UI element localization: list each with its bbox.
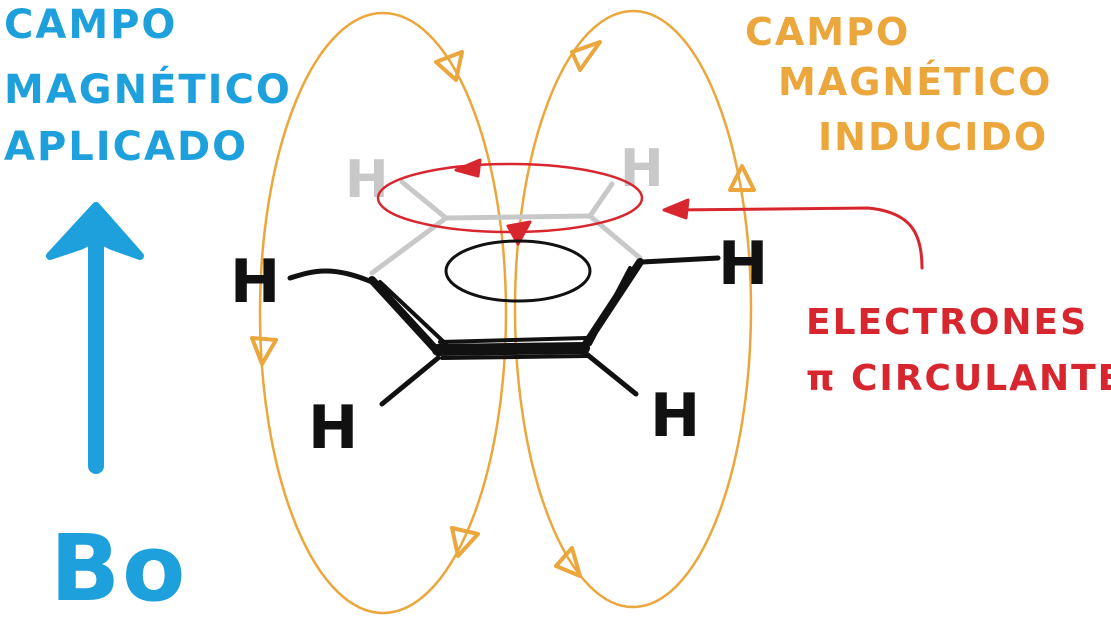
applied-field-line-3: APLICADO — [4, 124, 248, 170]
arrowhead-icon — [452, 528, 478, 556]
applied-field-arrow — [50, 206, 140, 466]
hydrogen-bottom-left: H — [308, 393, 358, 463]
electrons-line-2: π CIRCULANTES — [806, 358, 1111, 399]
electrons-line-1: ELECTRONES — [806, 302, 1088, 343]
induced-field-line-1: CAMPO — [745, 10, 910, 54]
induced-field-loop-left — [260, 13, 506, 613]
applied-field-line-2: MAGNÉTICO — [4, 65, 292, 113]
electrons-label: ELECTRONES π CIRCULANTES — [806, 302, 1111, 399]
b0-label: Bo — [50, 515, 187, 618]
induced-field-loops — [260, 11, 751, 613]
induced-field-label: CAMPO MAGNÉTICO INDUCIDO — [745, 10, 1052, 159]
hydrogen-front-left: H — [230, 247, 280, 317]
arrowhead-icon — [456, 160, 480, 176]
hydrogen-back-left: H — [345, 150, 389, 210]
arrowhead-icon — [730, 166, 754, 190]
induced-field-line-2: MAGNÉTICO — [778, 60, 1052, 104]
arrowhead-icon — [436, 52, 462, 80]
induced-field-arrowheads — [252, 42, 754, 576]
hydrogen-front-right: H — [718, 229, 768, 299]
arrowhead-icon — [252, 338, 276, 364]
induced-field-loop-right — [515, 11, 751, 607]
benzene-back-bonds — [372, 182, 640, 273]
hydrogen-bottom-right: H — [650, 381, 700, 451]
hydrogen-back-right: H — [620, 139, 664, 199]
arrowhead-icon — [664, 200, 688, 218]
applied-field-label: CAMPO MAGNÉTICO APLICADO — [4, 2, 292, 170]
applied-field-line-1: CAMPO — [4, 2, 177, 48]
induced-field-line-3: INDUCIDO — [818, 115, 1048, 159]
